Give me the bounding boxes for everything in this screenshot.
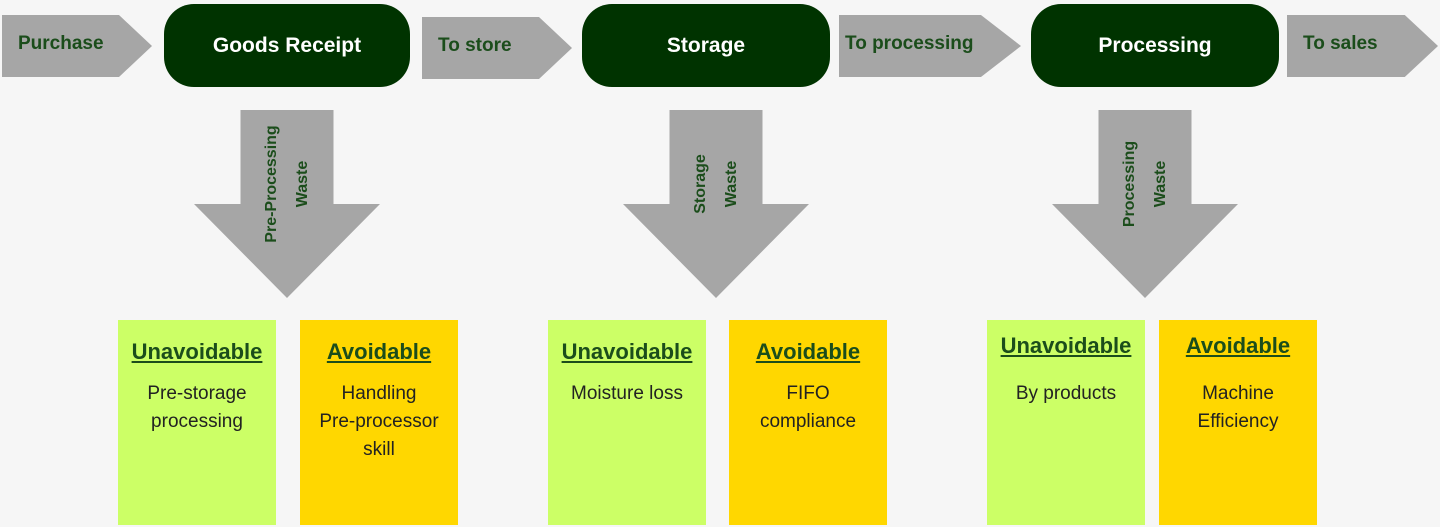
storage-waste-label: Storage Waste <box>692 154 740 214</box>
processing-waste-label: Processing Waste <box>1121 140 1169 228</box>
pre-processing-waste-label: Pre-Processing Waste <box>263 125 311 243</box>
unavoidable-heading: Unavoidable <box>561 339 693 364</box>
purchase-arrow: Purchase <box>2 15 152 77</box>
unavoidable-description: By products <box>1015 383 1117 404</box>
processing-stage: Processing <box>1031 4 1279 87</box>
unavoidable-heading: Unavoidable <box>1000 333 1132 358</box>
receipt-avoidable-box: Avoidable Handling Pre-processor skill <box>300 320 458 525</box>
unavoidable-description: Pre-storage processing <box>147 383 247 432</box>
pre-processing-waste-arrow: Pre-Processing Waste <box>194 110 380 298</box>
avoidable-heading: Avoidable <box>755 339 861 364</box>
receipt-unavoidable-box: Unavoidable Pre-storage processing <box>118 320 276 525</box>
goods-receipt-stage: Goods Receipt <box>164 4 410 87</box>
to-sales-arrow: To sales <box>1287 15 1438 77</box>
avoidable-description: Machine Efficiency <box>1197 383 1279 432</box>
unavoidable-heading: Unavoidable <box>131 339 263 364</box>
storage-stage: Storage <box>582 4 830 87</box>
avoidable-description: FIFO compliance <box>759 383 857 432</box>
unavoidable-description: Moisture loss <box>571 383 683 404</box>
to-processing-arrow: To processing <box>839 15 1021 77</box>
to-store-arrow: To store <box>422 17 572 79</box>
processing-unavoidable-box: Unavoidable By products <box>987 320 1145 525</box>
storage-unavoidable-box: Unavoidable Moisture loss <box>548 320 706 525</box>
avoidable-description: Handling Pre-processor skill <box>319 383 439 460</box>
storage-avoidable-box: Avoidable FIFO compliance <box>729 320 887 525</box>
purchase-label: Purchase <box>18 33 104 54</box>
avoidable-heading: Avoidable <box>326 339 432 364</box>
to-processing-label: To processing <box>845 33 974 54</box>
processing-avoidable-box: Avoidable Machine Efficiency <box>1159 320 1317 525</box>
avoidable-heading: Avoidable <box>1185 333 1291 358</box>
storage-waste-arrow: Storage Waste <box>623 110 809 298</box>
to-sales-label: To sales <box>1303 33 1378 54</box>
processing-waste-arrow: Processing Waste <box>1052 110 1238 298</box>
to-store-label: To store <box>438 35 512 56</box>
